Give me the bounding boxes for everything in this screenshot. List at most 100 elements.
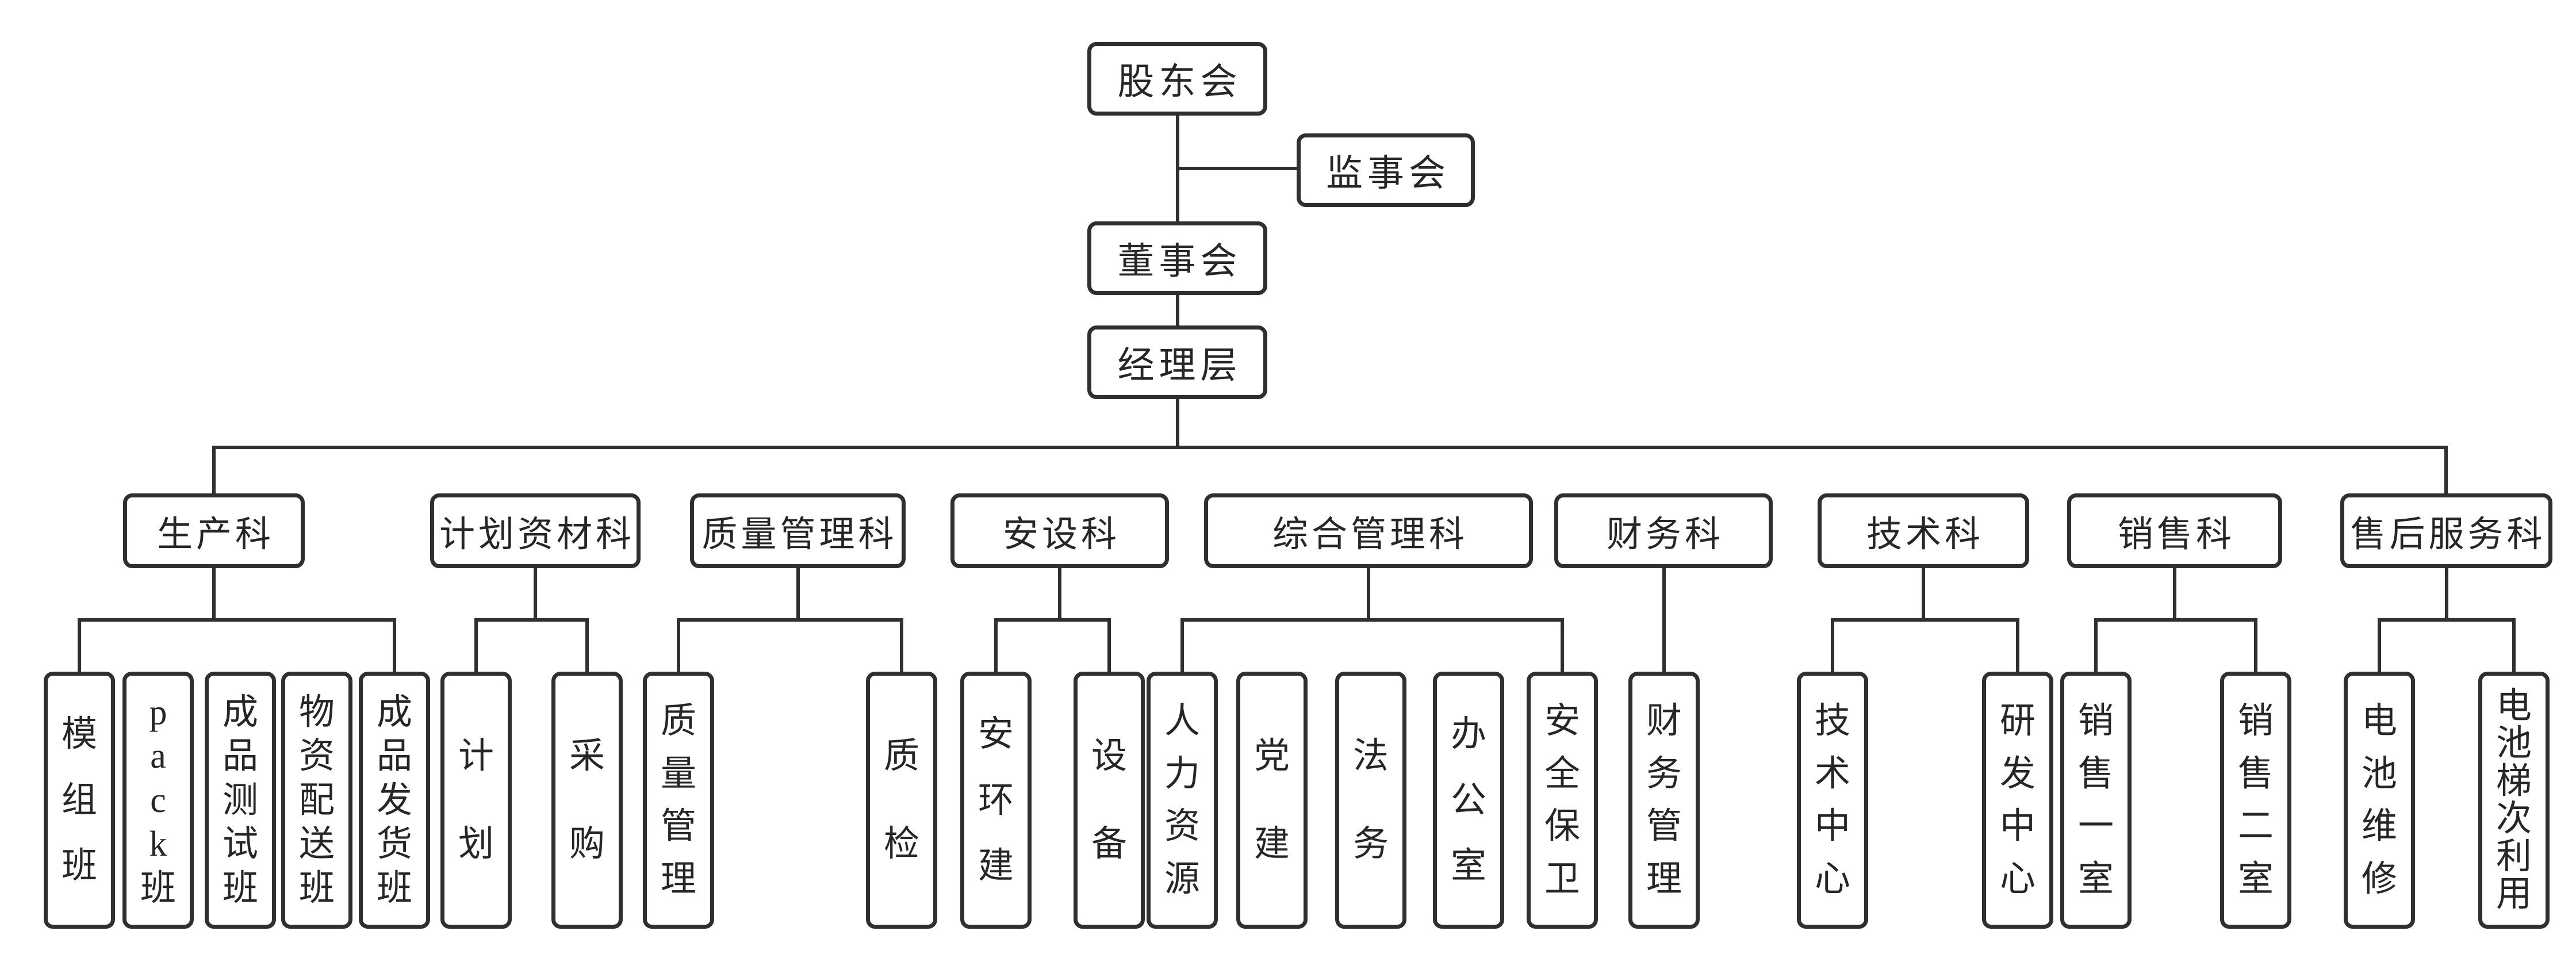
office-label-char: 量	[660, 754, 696, 794]
dept-after-sales-box: 售后服务科	[2340, 493, 2552, 568]
dept-finance-box: 财务科	[1554, 493, 1773, 568]
connector-main-bus	[212, 446, 2448, 449]
office-label-char: 班	[222, 868, 258, 908]
connector-sales-bus	[2094, 618, 2257, 622]
management-level-box: 经理层	[1087, 325, 1267, 399]
office-label-char: 池	[2361, 754, 2397, 794]
connector-main-bus-right-drop	[2444, 446, 2448, 495]
office-label-char: 计	[458, 737, 494, 776]
connector-planning-materials-bus-right-drop	[585, 618, 589, 675]
connector-quality-management-bus-left-drop	[677, 618, 680, 675]
connector-planning-materials-bus-left-drop	[474, 618, 478, 675]
office-sales-office-1-box: 销售一室	[2060, 672, 2132, 929]
office-label-char: 品	[222, 737, 258, 776]
office-label-char: 维	[2361, 807, 2397, 846]
connector-general-management-bus-left-drop	[1180, 618, 1184, 675]
connector-quality-management-drop	[796, 566, 800, 622]
office-label-char: 中	[1999, 807, 2035, 846]
connector-sales-drop	[2173, 566, 2176, 622]
connector-technology-bus-left-drop	[1831, 618, 1834, 675]
dept-production-box: 生产科	[123, 493, 305, 568]
connector-planning-materials-drop	[534, 566, 537, 622]
office-label-char: 配	[298, 780, 335, 820]
office-label-char: 用	[2496, 875, 2532, 914]
connector-sales-bus-right-drop	[2254, 618, 2257, 675]
office-procurement-box: 采购	[551, 672, 623, 929]
office-label-char: 管	[1646, 807, 1682, 846]
office-label-char: 安	[977, 714, 1014, 754]
office-label-char: 划	[458, 825, 494, 864]
office-label-char: 保	[1544, 807, 1580, 846]
connector-technology-bus	[1831, 618, 2019, 622]
office-label-char: k	[149, 825, 167, 864]
office-label-char: 池	[2496, 724, 2532, 764]
office-label-char: 组	[61, 780, 97, 820]
dept-planning-materials-box: 计划资材科	[430, 493, 641, 568]
office-label-char: 技	[1814, 701, 1850, 741]
office-label-char: 理	[1646, 860, 1682, 899]
office-label-char: 务	[1352, 825, 1389, 864]
office-label-char: 公	[1450, 780, 1486, 820]
office-label-char: 卫	[1544, 860, 1580, 899]
dept-safety-equipment-label: 安设科	[1002, 515, 1120, 554]
dept-after-sales-label: 售后服务科	[2350, 515, 2546, 554]
office-label-char: c	[150, 780, 166, 820]
connector-general-management-bus-right-drop	[1561, 618, 1564, 675]
connector-sales-bus-left-drop	[2094, 618, 2098, 675]
connector-general-management-bus	[1180, 618, 1564, 622]
connector-safety-equipment-bus	[994, 618, 1111, 622]
office-label-char: 发	[376, 780, 412, 820]
office-label-char: 品	[376, 737, 412, 776]
office-label-char: 室	[1450, 846, 1486, 886]
office-label-char: 务	[1646, 754, 1682, 794]
office-label-char: 售	[2237, 754, 2274, 794]
connector-main-bus-left-drop	[212, 446, 216, 495]
connector-technology-drop	[1922, 566, 1925, 622]
office-finished-product-test-team-box: 成品测试班	[205, 672, 276, 929]
office-label-char: 术	[1814, 754, 1850, 794]
office-material-distribution-team-box: 物资配送班	[281, 672, 352, 929]
office-label-char: 建	[1254, 825, 1290, 864]
office-module-team-box: 模组班	[44, 672, 115, 929]
office-label-char: 质	[883, 737, 919, 776]
office-label-char: 中	[1814, 807, 1850, 846]
office-label-char: 货	[376, 825, 412, 864]
connector-production-bus	[78, 618, 396, 622]
office-equipment-box: 设备	[1074, 672, 1145, 929]
office-label-char: 资	[298, 737, 335, 776]
office-label-char: 人	[1164, 701, 1200, 741]
office-label-char: 二	[2237, 807, 2274, 846]
office-label-char: 试	[222, 825, 258, 864]
dept-general-management-label: 综合管理科	[1272, 515, 1468, 554]
office-quality-inspection-box: 质检	[866, 672, 937, 929]
office-label-char: 党	[1254, 737, 1290, 776]
office-label-char: 环	[977, 780, 1014, 820]
office-label-char: 力	[1164, 754, 1200, 794]
office-security-box: 安全保卫	[1527, 672, 1598, 929]
connector-after-sales-bus	[2378, 618, 2516, 622]
office-label-char: 班	[140, 868, 176, 908]
office-label-char: 室	[2077, 860, 2114, 899]
office-label-char: 研	[1999, 701, 2035, 741]
dept-quality-management-box: 质量管理科	[690, 493, 906, 568]
shareholders-box: 股东会	[1087, 42, 1267, 116]
dept-quality-management-label: 质量管理科	[702, 515, 898, 554]
office-label-char: 备	[1091, 825, 1127, 864]
dept-technology-label: 技术科	[1866, 515, 1984, 554]
connector-planning-materials-bus	[474, 618, 589, 622]
office-quality-management-office-box: 质量管理	[643, 672, 714, 929]
office-label-char: 全	[1544, 754, 1580, 794]
office-label-char: 售	[2077, 754, 2114, 794]
connector-management-bus	[1176, 397, 1179, 447]
office-human-resources-box: 人力资源	[1147, 672, 1218, 929]
office-label-char: 班	[298, 868, 335, 908]
connector-production-bus-left-drop	[78, 618, 81, 675]
office-office-box: 办公室	[1433, 672, 1504, 929]
office-label-char: 成	[376, 692, 412, 732]
office-label-char: 室	[2237, 860, 2274, 899]
dept-technology-box: 技术科	[1818, 493, 2029, 568]
connector-quality-management-bus	[677, 618, 903, 622]
office-label-char: 理	[660, 860, 696, 899]
connector-finance-drop	[1662, 566, 1666, 675]
